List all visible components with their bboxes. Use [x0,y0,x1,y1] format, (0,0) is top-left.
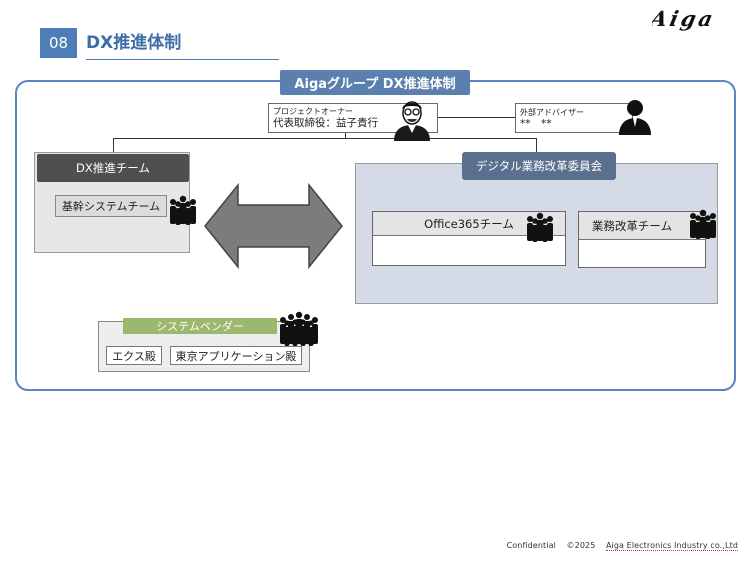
connector-left-drop [113,138,114,155]
committee-label: デジタル業務改革委員会 [462,152,616,180]
group-people-icon [280,311,318,346]
group-people-icon [170,195,196,225]
double-arrow-icon [204,183,343,269]
footer-company: Aiga Electronics Industry co.,Ltd [605,541,738,551]
connector-owner-drop [345,133,346,139]
advisor-role: 外部アドバイザー [520,108,584,117]
company-logo: Aiga [652,7,718,32]
advisor-person-icon [619,100,651,135]
logo-text: Aiga [652,7,718,32]
footer: Confidential ©2025 Aiga Electronics Indu… [506,541,738,551]
core-system-team: 基幹システムチーム [55,195,167,217]
owner-name: 代表取締役：益子貴行 [273,117,378,129]
business-reform-team-label: 業務改革チーム [579,212,705,240]
connector-advisor [435,117,515,118]
org-title: Aigaグループ DX推進体制 [280,70,470,95]
section-number-badge: 08 [40,28,77,58]
connector-right-drop [536,138,537,153]
footer-confidential: Confidential [506,541,556,550]
advisor-box: 外部アドバイザー ** ** [515,103,633,133]
vendor-item-tokyo-app: 東京アプリケーション殿 [170,346,302,365]
vendor-label: システムベンダー [123,318,277,334]
title-underline [86,59,279,60]
advisor-name: ** ** [520,118,552,130]
group-people-icon [690,209,716,239]
group-people-icon [527,212,553,242]
business-reform-team-box: 業務改革チーム [578,211,706,268]
owner-role: プロジェクトオーナー [273,107,353,116]
owner-person-icon [394,101,430,141]
dx-team-label: DX推進チーム [37,154,189,182]
page-title: DX推進体制 [86,33,182,53]
connector-top-horizontal [113,138,537,139]
vendor-item-ex: エクス殿 [106,346,162,365]
footer-copyright: ©2025 [566,541,596,550]
